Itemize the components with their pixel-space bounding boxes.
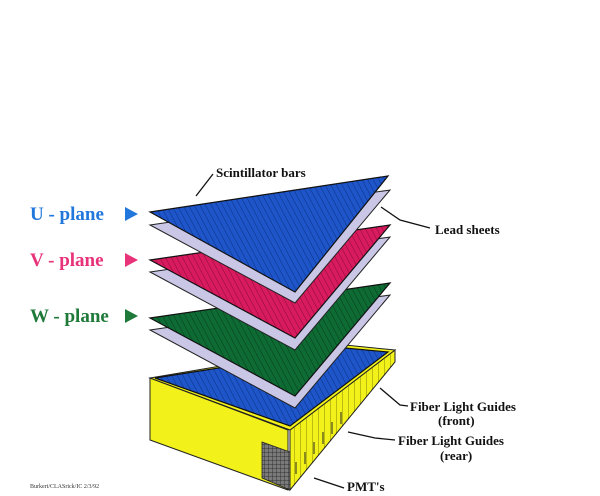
fiber-rear-label-1: Fiber Light Guides [398, 433, 504, 448]
fiber-rear-label-2: (rear) [440, 448, 472, 463]
lead-sheets-label: Lead sheets [435, 222, 500, 237]
fiber-front-leader [379, 387, 409, 407]
v-plane-label: V - plane [30, 250, 104, 271]
scintillator-bars-label: Scintillator bars [216, 165, 306, 180]
pmt-leader [313, 477, 345, 489]
v-plane-label-group: V - plane [30, 250, 138, 271]
scintillator-label-group: Scintillator bars [195, 165, 306, 197]
pmt-label-group: PMT's [313, 477, 385, 494]
fiber-rear-label-group: Fiber Light Guides (rear) [347, 431, 504, 463]
scintillator-leader [195, 173, 214, 197]
u-plane-layer [148, 175, 390, 293]
credit-text: Burkert/CLASrick/IC 2/3/92 [30, 484, 99, 490]
fiber-front-label-1: Fiber Light Guides [410, 399, 516, 414]
fiber-front-label-group: Fiber Light Guides (front) [379, 387, 516, 428]
pmt-label: PMT's [347, 479, 385, 494]
u-plane-label: U - plane [30, 204, 104, 225]
fiber-front-label-2: (front) [438, 413, 475, 428]
u-plane-label-group: U - plane [30, 204, 138, 225]
u-plane-arrow-icon [125, 207, 138, 221]
w-plane-label: W - plane [30, 306, 109, 327]
fiber-rear-leader [347, 431, 396, 441]
lead-leader [380, 206, 431, 229]
w-plane-label-group: W - plane [30, 306, 138, 327]
lead-label-group: Lead sheets [380, 206, 500, 237]
v-plane-arrow-icon [125, 253, 138, 267]
w-plane-arrow-icon [125, 309, 138, 323]
pmt-array [261, 441, 291, 491]
